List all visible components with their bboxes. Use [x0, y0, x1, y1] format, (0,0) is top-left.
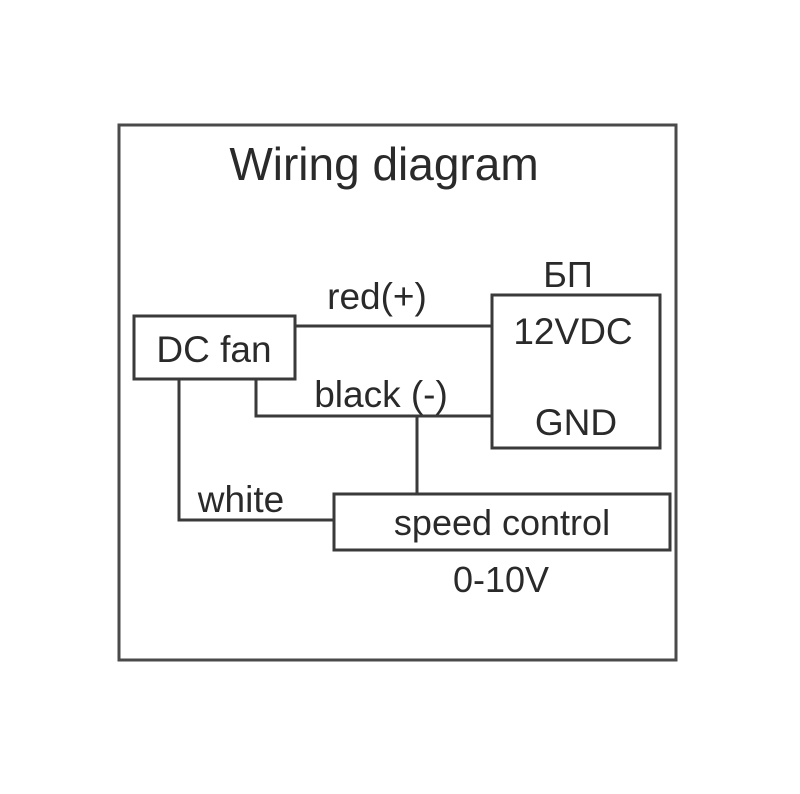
- white-wire-label: white: [197, 479, 284, 520]
- red-wire-label: red(+): [327, 276, 427, 317]
- diagram-title: Wiring diagram: [229, 138, 538, 190]
- dc-fan-label: DC fan: [156, 329, 271, 370]
- dc-fan-box: [132, 314, 297, 381]
- speed-control-box: [332, 492, 672, 552]
- black-wire: [254, 379, 492, 418]
- white-wire: [177, 379, 334, 522]
- black-wire-label: black (-): [314, 374, 448, 415]
- power-supply-12vdc-label: 12VDC: [513, 311, 632, 352]
- speed-control-range: 0-10V: [453, 559, 549, 600]
- power-supply-gnd-label: GND: [535, 402, 617, 443]
- speed-control-label: speed control: [394, 502, 610, 543]
- power-supply-title: БП: [543, 254, 593, 295]
- power-supply-box: [490, 293, 662, 450]
